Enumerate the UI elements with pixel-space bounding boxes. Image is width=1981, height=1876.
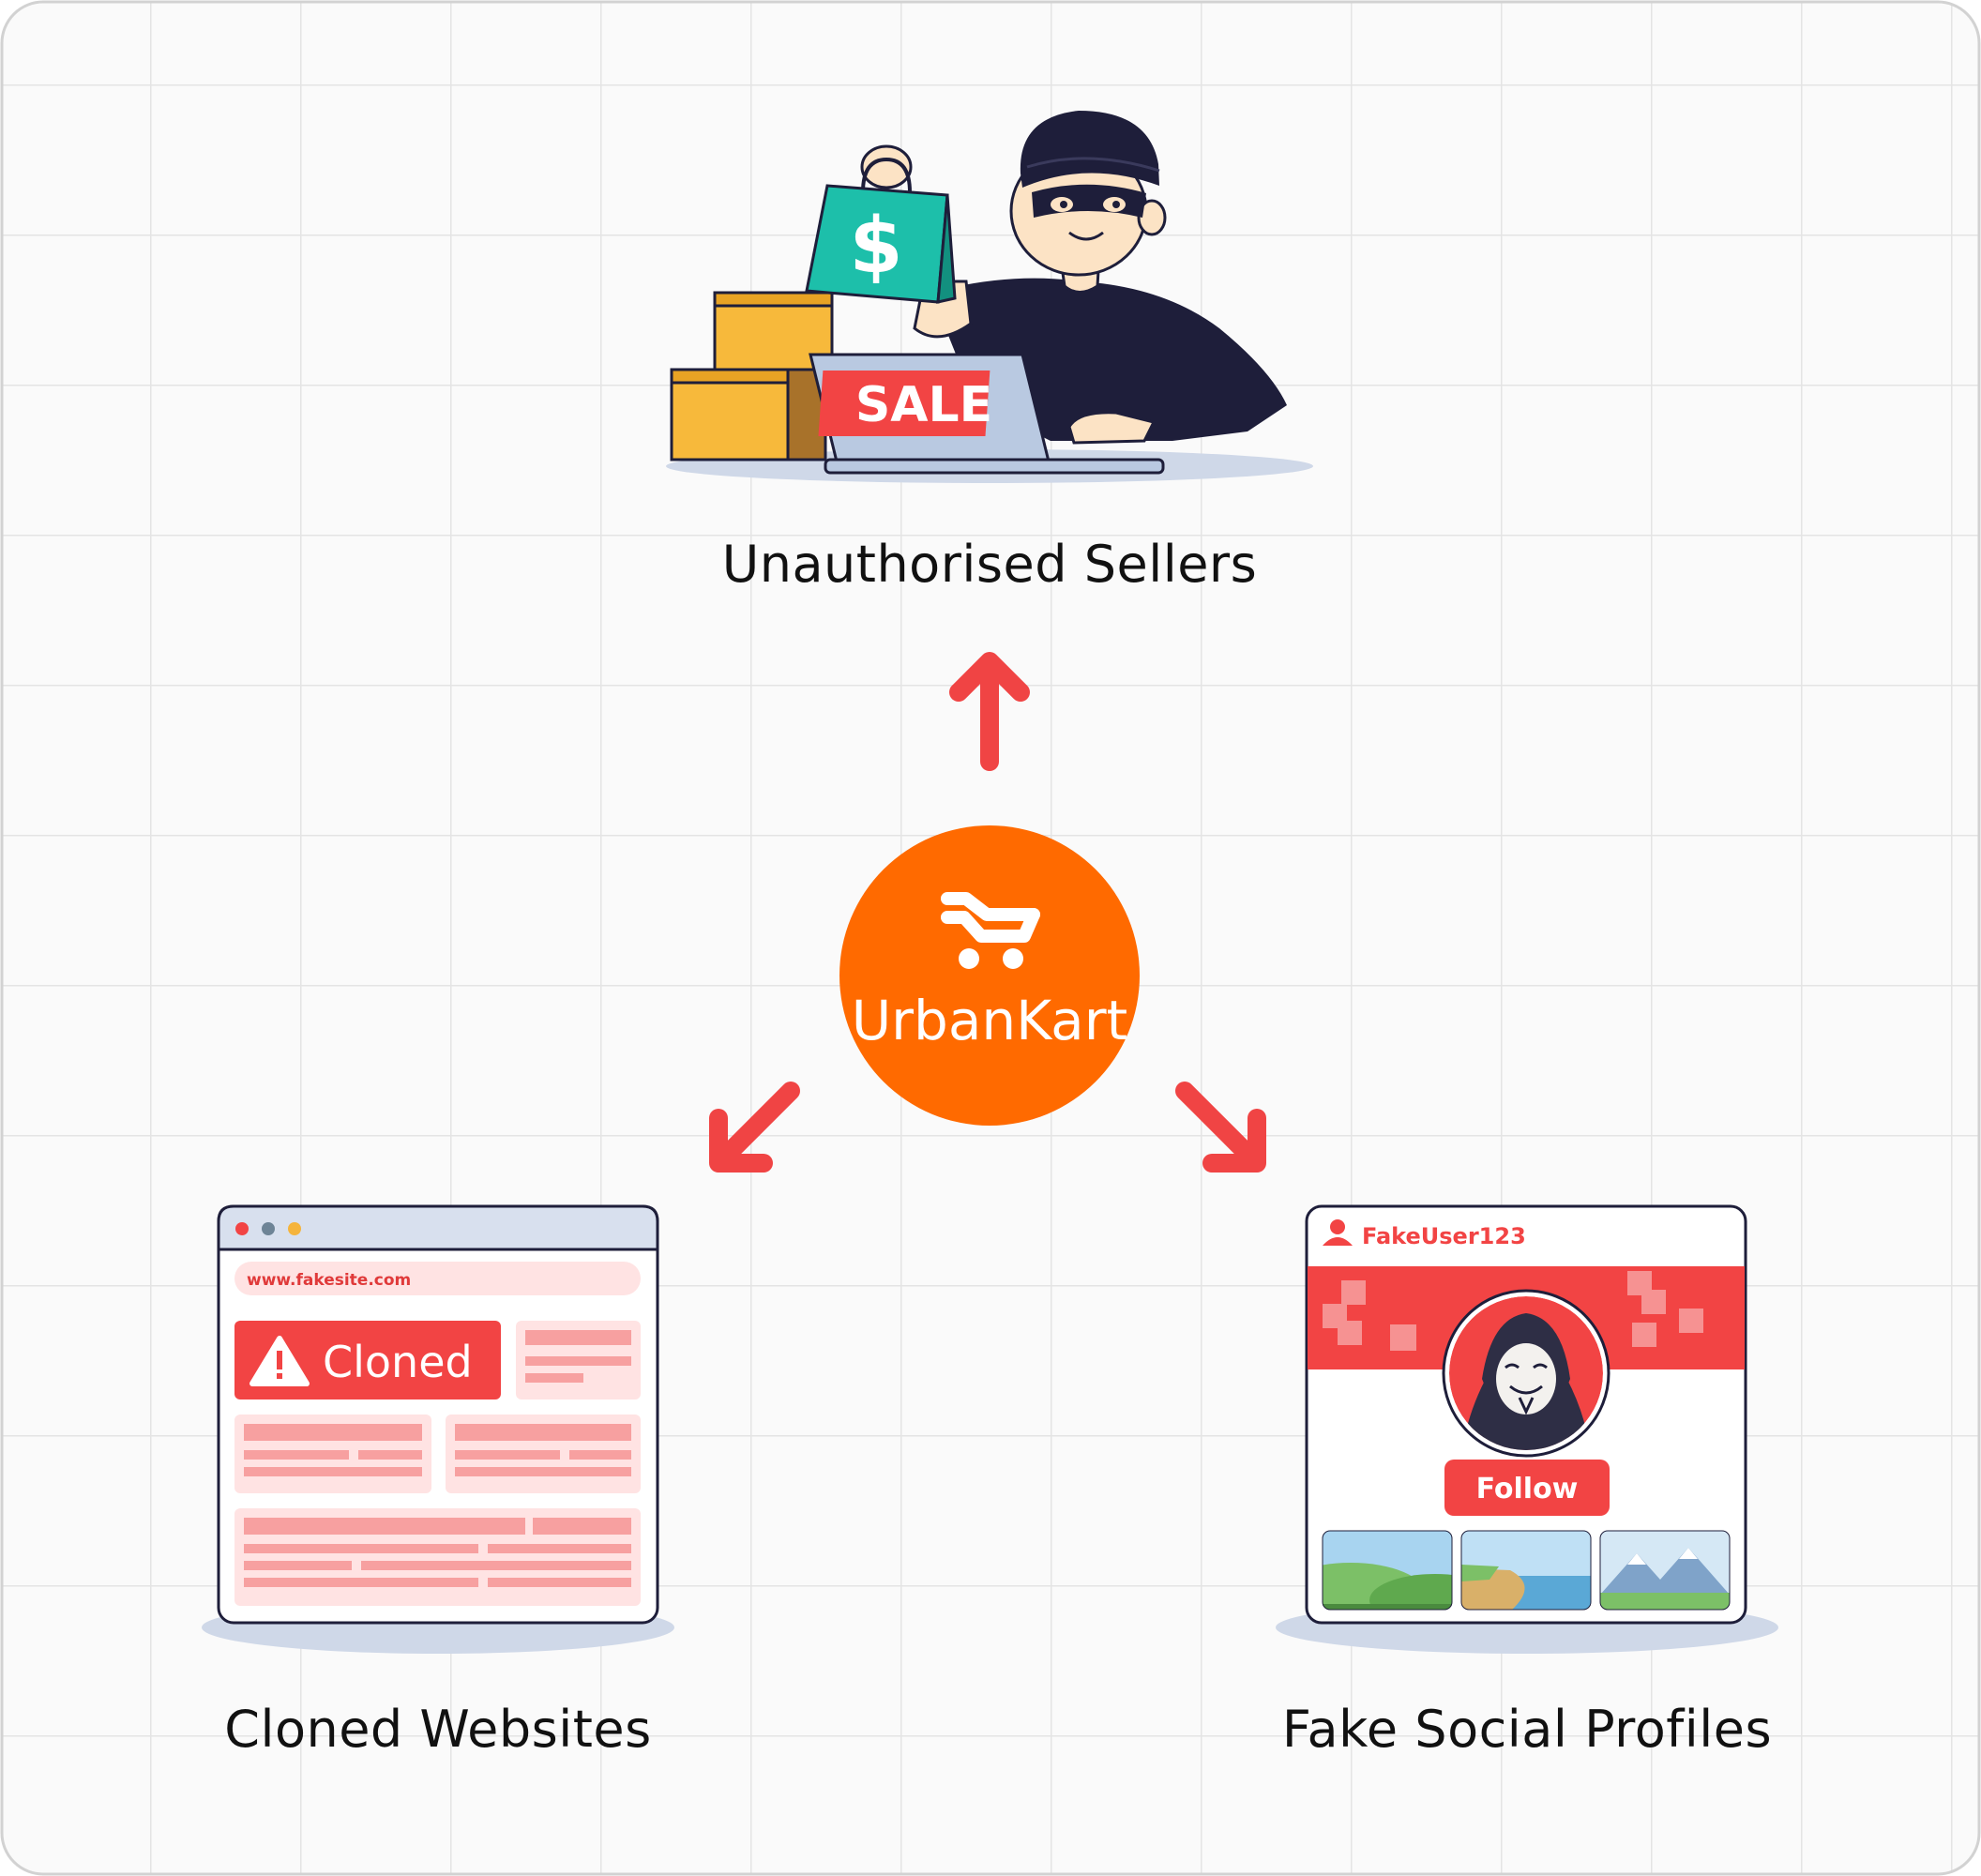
arrow-up-icon bbox=[949, 652, 1030, 771]
sale-banner bbox=[818, 371, 990, 436]
arrow-down-left-icon bbox=[709, 1082, 800, 1172]
thief-figure bbox=[860, 111, 1287, 445]
node-label-fake-social-profiles: Fake Social Profiles bbox=[1282, 1700, 1772, 1759]
address-bar bbox=[234, 1262, 641, 1295]
fake-url: www.fakesite.com bbox=[247, 1271, 411, 1290]
follow-button-label: Follow bbox=[1476, 1473, 1579, 1505]
urbankart-hub: UrbanKart bbox=[839, 825, 1140, 1126]
cloned-website-illustration: www.fakesite.com Cloned bbox=[202, 1204, 674, 1654]
cart-logo-icon bbox=[941, 892, 1040, 943]
package-boxes bbox=[670, 291, 834, 461]
dollar-sign: $ bbox=[849, 202, 902, 291]
sale-text: SALE bbox=[855, 377, 992, 433]
laptop: SALE bbox=[809, 353, 1165, 475]
profile-username: FakeUser123 bbox=[1362, 1223, 1526, 1249]
unauthorised-seller-illustration: $ SALE bbox=[666, 111, 1313, 483]
brand-name: UrbanKart bbox=[852, 989, 1128, 1052]
brand-circle bbox=[839, 825, 1140, 1126]
money-bag: $ bbox=[805, 157, 957, 304]
arrow-down-right-icon bbox=[1175, 1082, 1266, 1172]
close-dot-icon bbox=[235, 1222, 249, 1235]
hooded-hacker-avatar bbox=[1449, 1296, 1603, 1450]
node-label-cloned-websites: Cloned Websites bbox=[224, 1700, 652, 1759]
maximize-dot-icon bbox=[288, 1222, 301, 1235]
minimize-dot-icon bbox=[262, 1222, 275, 1235]
landscape-photo-3 bbox=[1600, 1531, 1730, 1610]
fake-social-profile-illustration: FakeUser123 Follow bbox=[1276, 1204, 1778, 1654]
user-icon bbox=[1323, 1219, 1353, 1246]
node-label-unauthorised-sellers: Unauthorised Sellers bbox=[722, 535, 1258, 594]
follow-button[interactable] bbox=[1444, 1460, 1610, 1516]
cloned-label: Cloned bbox=[323, 1337, 473, 1387]
landscape-photo-1 bbox=[1323, 1531, 1452, 1610]
landscape-photo-2 bbox=[1461, 1531, 1591, 1610]
